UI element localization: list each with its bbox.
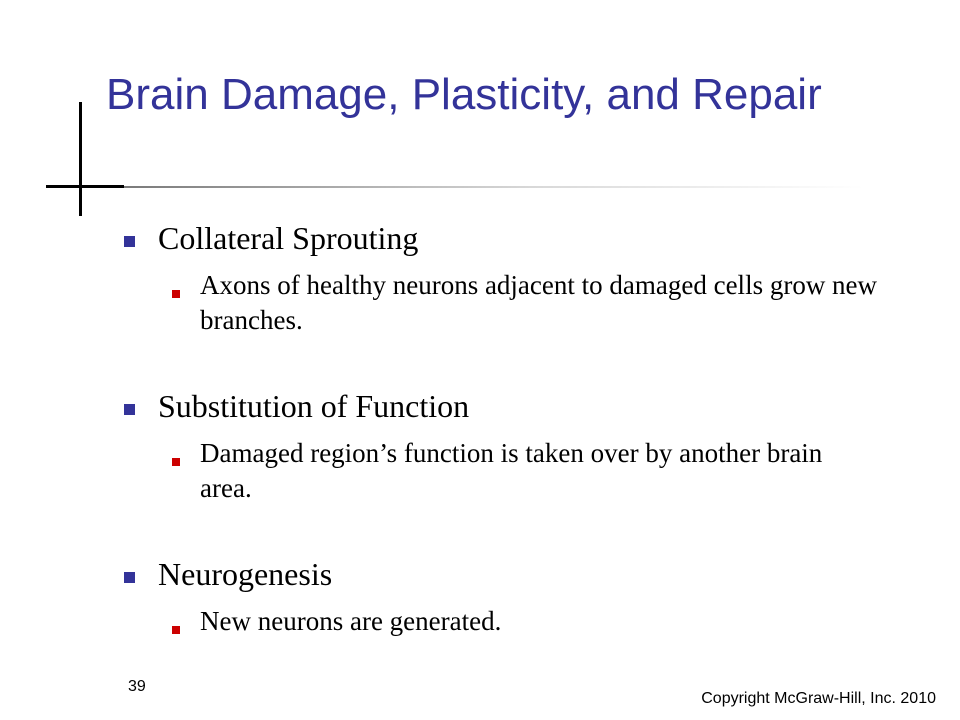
sub-bullet-marker-square-icon	[172, 458, 180, 466]
bullet-detail-neurogenesis: New neurons are generated.	[200, 606, 502, 636]
bullet-detail-substitution-of-function: Damaged region’s function is taken over …	[200, 438, 823, 503]
bullet-heading-substitution-of-function: Substitution of Function	[158, 388, 470, 424]
sub-bullet-marker-square-icon	[172, 290, 180, 298]
copyright-notice: Copyright McGraw-Hill, Inc. 2010	[701, 690, 936, 707]
bullet-marker-square-icon	[124, 236, 135, 247]
title-underline	[124, 186, 864, 188]
bullet-marker-square-icon	[124, 404, 135, 415]
decorative-horizontal-rule	[46, 185, 124, 188]
bullet-heading-collateral-sprouting: Collateral Sprouting	[158, 220, 419, 256]
bullet-heading-neurogenesis: Neurogenesis	[158, 556, 333, 592]
decorative-vertical-rule	[79, 102, 82, 216]
slide-title: Brain Damage, Plasticity, and Repair	[106, 70, 822, 119]
sub-bullet-marker-square-icon	[172, 626, 180, 634]
bullet-detail-collateral-sprouting: Axons of healthy neurons adjacent to dam…	[200, 270, 878, 335]
slide-number: 39	[128, 678, 146, 695]
bullet-marker-square-icon	[124, 572, 135, 583]
